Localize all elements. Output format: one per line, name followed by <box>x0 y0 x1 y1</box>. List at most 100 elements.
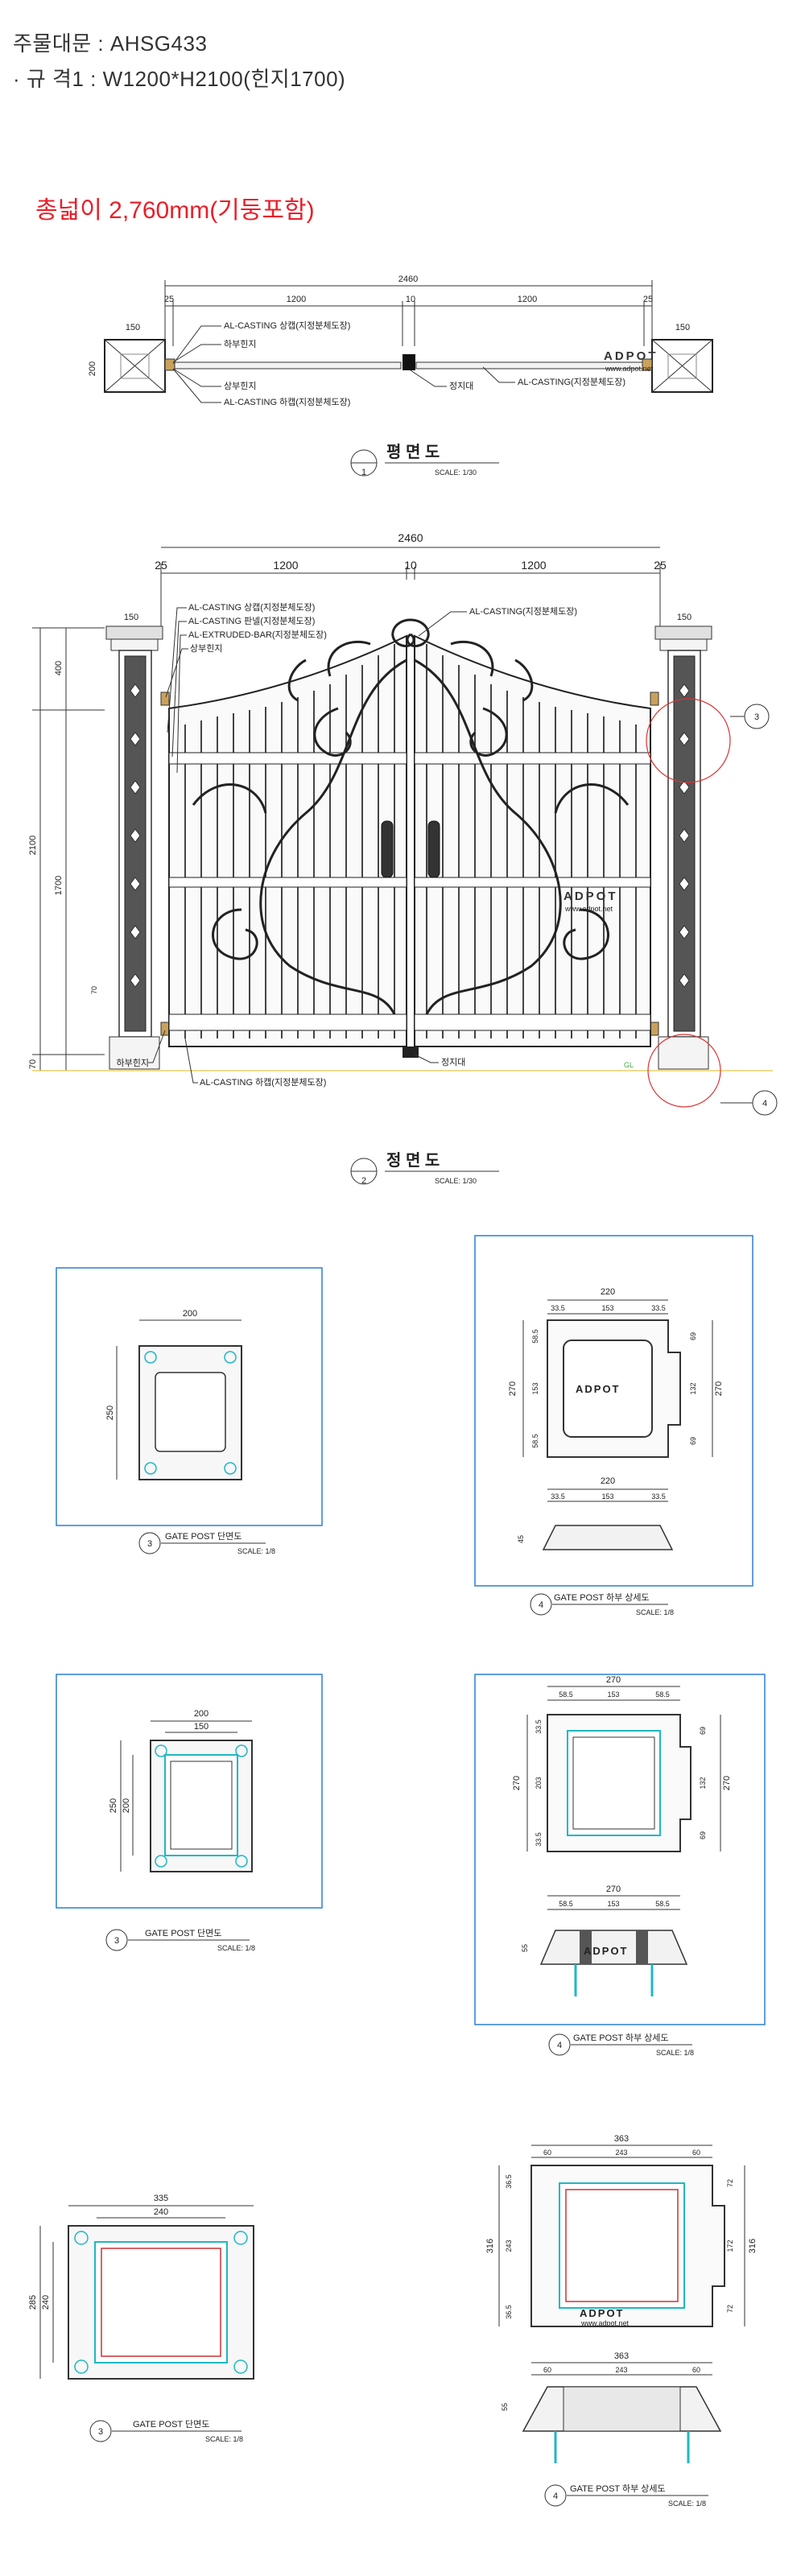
front-seg-4: 1200 <box>521 559 546 572</box>
d4-dim-12: 270 <box>606 1885 621 1894</box>
d6-dim-6: 36.5 <box>505 2305 513 2319</box>
d6-dim-16: 55 <box>501 2403 509 2411</box>
d4-scale: SCALE: 1/8 <box>656 2049 694 2057</box>
d2-dim-10: 69 <box>689 1437 697 1445</box>
d6-dim-0: 363 <box>614 2134 629 2144</box>
plan-label-top-rail: AL-CASTING 상캡(지정분체도장) <box>224 320 350 331</box>
d4-dim-11: 270 <box>722 1776 732 1790</box>
d2-dim-16: 45 <box>517 1535 525 1543</box>
plan-label-casting: AL-CASTING(지정분체도장) <box>518 377 625 387</box>
detail-post-section-3: 335 240 285 240 3 GATE POST 단면도 SCALE: 1… <box>28 2194 254 2443</box>
plan-stopper <box>402 354 415 370</box>
d2-num: 4 <box>539 1600 543 1610</box>
d4-title: GATE POST 하부 상세도 <box>573 2032 669 2043</box>
front-h-base: 70 <box>28 1059 38 1069</box>
callout-3-num: 3 <box>754 712 759 722</box>
front-label-bottom-cap: AL-CASTING 하캡(지정분체도장) <box>200 1076 326 1088</box>
total-width-note: 총넓이 2,760mm(기둥포함) <box>35 197 315 224</box>
front-post-w-right: 150 <box>677 613 691 622</box>
d2-dim-7: 58.5 <box>531 1434 539 1448</box>
front-label-upper-hinge: 상부힌지 <box>190 643 222 654</box>
plan-label-upper-hinge: 상부힌지 <box>224 381 256 391</box>
d2-dim-6: 153 <box>531 1382 539 1394</box>
plan-post-h: 200 <box>88 361 97 376</box>
d6-dim-2: 243 <box>615 2149 627 2157</box>
d5-num: 3 <box>98 2427 103 2437</box>
front-h-hinge: 1700 <box>54 876 64 895</box>
d4-dim-8: 69 <box>699 1727 707 1735</box>
d5-title: GATE POST 단면도 <box>133 2419 209 2429</box>
d6-dim-13: 60 <box>543 2366 551 2374</box>
detail-post-base-1: 220 33.5 153 33.5 58.5 270 153 58.5 69 1… <box>474 1235 753 1616</box>
d2-dim-2: 153 <box>601 1304 613 1312</box>
front-label-stopper: 정지대 <box>441 1057 465 1067</box>
d6-dim-1: 60 <box>543 2149 551 2157</box>
d6-dim-12: 363 <box>614 2351 629 2361</box>
d4-dim-7: 270 <box>512 1776 522 1790</box>
d1-dim-h: 250 <box>105 1406 115 1420</box>
d2-dim-15: 33.5 <box>651 1492 666 1501</box>
detail-post-base-2: 270 58.5 153 58.5 33.5 203 33.5 270 69 1… <box>474 1674 766 2057</box>
front-post-w-left: 150 <box>124 613 138 622</box>
model-line: 주물대문 : AHSG433 <box>13 31 208 56</box>
d4-dim-5: 203 <box>535 1777 543 1789</box>
front-brand-url: www.adpot.net <box>564 905 613 913</box>
d2-dim-0: 220 <box>601 1287 615 1297</box>
d2-dim-4: 58.5 <box>531 1329 539 1344</box>
d4-dim-13: 58.5 <box>559 1900 573 1908</box>
detail-post-section-2: 200 150 250 200 3 GATE POST 단면도 SCALE: 1… <box>56 1674 323 1952</box>
front-label-casting: AL-CASTING(지정분체도장) <box>469 606 577 617</box>
plan-view: 2460 25 1200 10 1200 25 150 200 150 <box>88 275 713 477</box>
plan-seg-1: 25 <box>164 295 174 304</box>
d3-dim-1: 150 <box>194 1722 208 1732</box>
front-label-lower-hinge: 하부힌지 <box>117 1057 149 1068</box>
d6-dim-14: 243 <box>615 2366 627 2374</box>
d2-dim-13: 33.5 <box>551 1492 565 1501</box>
plan-title: 평 면 도 <box>386 443 440 461</box>
plan-title-num: 1 <box>361 468 366 477</box>
plan-label-bottom-rail: AL-CASTING 하캡(지정분체도장) <box>224 396 350 407</box>
plan-label-stopper: 정지대 <box>449 381 473 391</box>
d4-dim-4: 33.5 <box>535 1719 543 1734</box>
plan-post-w-left: 150 <box>126 323 140 332</box>
d1-dim-w: 200 <box>183 1309 197 1319</box>
plan-seg-5: 25 <box>643 295 653 304</box>
d5-dim-1: 240 <box>154 2207 168 2217</box>
d2-brand: ADPOT <box>576 1383 621 1395</box>
d5-dim-2: 285 <box>28 2295 38 2310</box>
d2-dim-8: 69 <box>689 1332 697 1340</box>
d6-dim-11: 316 <box>748 2239 758 2253</box>
plan-seg-3: 10 <box>406 295 415 304</box>
d6-dim-7: 316 <box>485 2239 495 2253</box>
front-seg-5: 25 <box>654 559 667 572</box>
d4-dim-9: 132 <box>699 1777 707 1789</box>
front-title: 정 면 도 <box>386 1151 440 1170</box>
d6-num: 4 <box>553 2491 558 2501</box>
d4-dim-16: 55 <box>521 1944 529 1952</box>
d3-dim-3: 200 <box>122 1798 131 1813</box>
d2-title: GATE POST 하부 상세도 <box>554 1591 650 1603</box>
d6-dim-15: 60 <box>692 2366 700 2374</box>
d4-dim-10: 69 <box>699 1831 707 1839</box>
d1-num: 3 <box>147 1539 152 1549</box>
d5-dim-0: 335 <box>154 2194 168 2203</box>
front-label-panel: AL-CASTING 판넬(지정분체도장) <box>188 616 315 626</box>
d2-dim-14: 153 <box>601 1492 613 1501</box>
d1-title: GATE POST 단면도 <box>165 1531 242 1542</box>
front-label-bar: AL-EXTRUDED-BAR(지정분체도장) <box>188 630 327 640</box>
d6-dim-8: 72 <box>726 2179 734 2187</box>
plan-brand: ADPOT <box>604 349 658 363</box>
d6-title: GATE POST 하부 상세도 <box>570 2483 666 2494</box>
front-view: 2460 25 1200 10 1200 25 150 150 400 2100… <box>28 531 778 1186</box>
d2-dim-9: 132 <box>689 1382 697 1394</box>
d3-scale: SCALE: 1/8 <box>217 1944 255 1952</box>
d3-title: GATE POST 단면도 <box>145 1928 221 1938</box>
callout-circle-4 <box>647 1034 721 1108</box>
d4-dim-1: 58.5 <box>559 1690 573 1699</box>
d6-scale: SCALE: 1/8 <box>668 2500 706 2508</box>
front-brand: ADPOT <box>564 890 618 903</box>
d2-scale: SCALE: 1/8 <box>636 1608 674 1616</box>
plan-scale: SCALE: 1/30 <box>435 469 477 477</box>
d6-dim-5: 243 <box>505 2240 513 2252</box>
d3-dim-2: 250 <box>109 1798 118 1813</box>
